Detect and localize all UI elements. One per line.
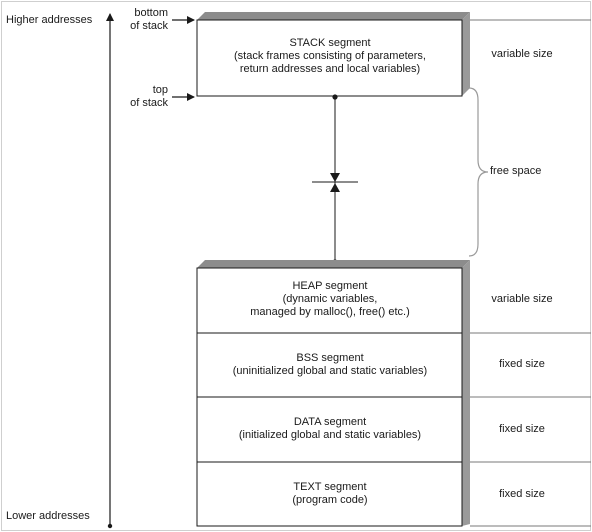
bss-segment-text: BSS segment (uninitialized global and st… bbox=[233, 352, 427, 378]
bottom-of-stack-label: bottom of stack bbox=[130, 7, 168, 32]
free-space-brace bbox=[468, 87, 489, 257]
bss-segment-desc-line: (uninitialized global and static variabl… bbox=[232, 365, 428, 377]
bss-segment-title: BSS segment bbox=[296, 352, 364, 364]
lower-addresses-label: Lower addresses bbox=[6, 510, 90, 522]
segment-block-side bbox=[462, 260, 470, 526]
bss-size-label: fixed size bbox=[499, 358, 545, 370]
heap-growth-arrow bbox=[330, 183, 340, 192]
text-segment-text: TEXT segment (program code) bbox=[292, 481, 367, 507]
text-segment-desc-line: (program code) bbox=[292, 494, 368, 506]
stack-block bbox=[196, 19, 463, 97]
top-of-stack-label: top of stack bbox=[130, 84, 168, 109]
data-segment-text: DATA segment (initialized global and sta… bbox=[239, 416, 421, 442]
heap-size-label: variable size bbox=[491, 293, 553, 305]
heap-segment-text: HEAP segment (dynamic variables, managed… bbox=[250, 280, 410, 319]
stack-growth-arrow bbox=[330, 173, 340, 182]
higher-addresses-label: Higher addresses bbox=[6, 14, 93, 26]
stack-size-label: variable size bbox=[491, 48, 553, 60]
heap-segment-title: HEAP segment bbox=[292, 280, 368, 292]
stack-segment-desc-line: return addresses and local variables) bbox=[239, 63, 421, 75]
data-size-label: fixed size bbox=[499, 423, 545, 435]
heap-segment-desc-line: (dynamic variables, bbox=[282, 293, 378, 305]
free-space-label: free space bbox=[490, 165, 542, 177]
heap-segment-desc-line: managed by malloc(), free() etc.) bbox=[250, 306, 410, 318]
data-segment-desc-line: (initialized global and static variables… bbox=[238, 429, 422, 441]
segment-block-top bbox=[197, 260, 470, 268]
data-segment-title: DATA segment bbox=[293, 416, 367, 428]
text-size-label: fixed size bbox=[499, 488, 545, 500]
stack-block-top bbox=[197, 12, 470, 20]
stack-top-dot bbox=[332, 94, 338, 100]
stack-segment-title: STACK segment bbox=[289, 37, 371, 49]
stack-segment-desc-line: (stack frames consisting of parameters, bbox=[234, 50, 426, 62]
stack-block-side bbox=[462, 12, 470, 96]
stack-segment-text: STACK segment (stack frames consisting o… bbox=[234, 37, 426, 76]
address-axis-origin bbox=[107, 523, 113, 529]
text-segment-title: TEXT segment bbox=[293, 481, 367, 493]
